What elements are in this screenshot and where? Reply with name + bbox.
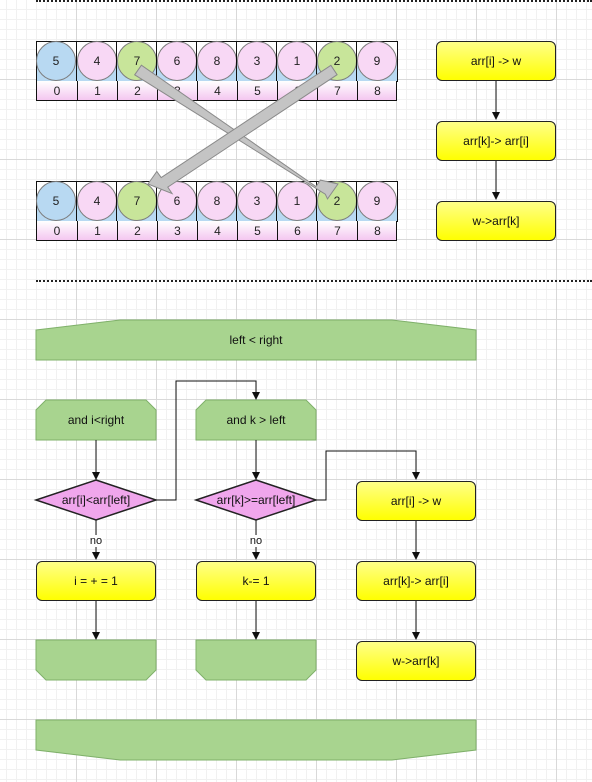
array-cell: 5 <box>36 181 76 221</box>
array-value-circle: 8 <box>197 41 237 81</box>
loop-start-label: left < right <box>229 333 283 347</box>
box-label: arr[i] -> w <box>390 494 442 508</box>
box-label: w->arr[k] <box>472 214 520 228</box>
array-index: 4 <box>197 221 237 240</box>
array-value-circle: 6 <box>157 181 197 221</box>
array-index: 5 <box>237 81 277 100</box>
array-cell: 7 <box>116 181 157 221</box>
array-cell: 1 <box>276 181 317 221</box>
top-separator <box>36 0 592 2</box>
array-index: 8 <box>357 221 397 240</box>
box-label: arr[k]-> arr[i] <box>463 134 529 148</box>
array-cell: 8 <box>196 41 237 81</box>
array-index: 6 <box>277 221 317 240</box>
loop-end-shape <box>35 719 477 761</box>
array-value-circle: 1 <box>277 181 317 221</box>
swap-top-step2: arr[k]-> arr[i] <box>436 121 556 161</box>
array-cell: 1 <box>276 41 317 81</box>
array-cell: 9 <box>356 41 397 81</box>
middle-condition-label: arr[k]>=arr[left] <box>216 493 296 507</box>
array-value-circle: 8 <box>197 181 237 221</box>
middle-loop-end-shape <box>195 639 317 681</box>
left-action-box: i = + = 1 <box>36 561 156 601</box>
middle-separator <box>36 280 592 282</box>
array-cell: 8 <box>196 181 237 221</box>
array-index: 7 <box>317 221 357 240</box>
box-label: arr[k]-> arr[i] <box>383 574 449 588</box>
swap-bottom-step1: arr[i] -> w <box>356 481 476 521</box>
array-value-circle: 6 <box>157 41 197 81</box>
array-index: 4 <box>197 81 237 100</box>
array-index: 2 <box>117 81 157 100</box>
left-loop-end-shape <box>35 639 157 681</box>
array-value-circle: 5 <box>36 41 76 81</box>
array-index: 1 <box>77 81 117 100</box>
box-label: k-= 1 <box>242 574 270 588</box>
middle-loop-label: and k > left <box>226 413 286 427</box>
array-index: 0 <box>53 223 61 238</box>
array-value-circle: 1 <box>277 41 317 81</box>
array-index: 5 <box>237 221 277 240</box>
array-value-circle: 7 <box>117 181 157 221</box>
left-condition-label: arr[i]<arr[left] <box>61 493 131 507</box>
swap-arrow-left <box>147 64 338 195</box>
left-loop-label: and i<right <box>67 413 125 427</box>
array-cell: 5 <box>36 41 76 81</box>
array-cell: 9 <box>356 181 397 221</box>
array-value-circle: 5 <box>36 181 76 221</box>
array-cell: 6 <box>156 181 197 221</box>
middle-no-label: no <box>249 535 263 547</box>
array-index: 2 <box>117 221 157 240</box>
swap-bottom-step2: arr[k]-> arr[i] <box>356 561 476 601</box>
swap-bottom-step3: w->arr[k] <box>356 641 476 681</box>
array-index: 0 <box>53 83 61 98</box>
swap-top-step3: w->arr[k] <box>436 201 556 241</box>
box-label: w->arr[k] <box>392 654 440 668</box>
loop-start-shape <box>35 319 477 361</box>
array-value-circle: 9 <box>357 181 397 221</box>
middle-loop-shape <box>195 399 317 441</box>
array-value-circle: 9 <box>357 41 397 81</box>
left-no-label: no <box>89 535 103 547</box>
array-index: 8 <box>357 81 397 100</box>
array-index: 3 <box>157 221 197 240</box>
middle-action-box: k-= 1 <box>196 561 316 601</box>
swap-top-step1: arr[i] -> w <box>436 41 556 81</box>
array-index: 7 <box>317 81 357 100</box>
left-loop-shape <box>35 399 157 441</box>
box-label: i = + = 1 <box>74 574 118 588</box>
array-index: 1 <box>77 221 117 240</box>
array-value-circle: 4 <box>77 181 117 221</box>
array-cell: 6 <box>156 41 197 81</box>
array-cell: 4 <box>76 181 117 221</box>
box-label: arr[i] -> w <box>470 54 522 68</box>
